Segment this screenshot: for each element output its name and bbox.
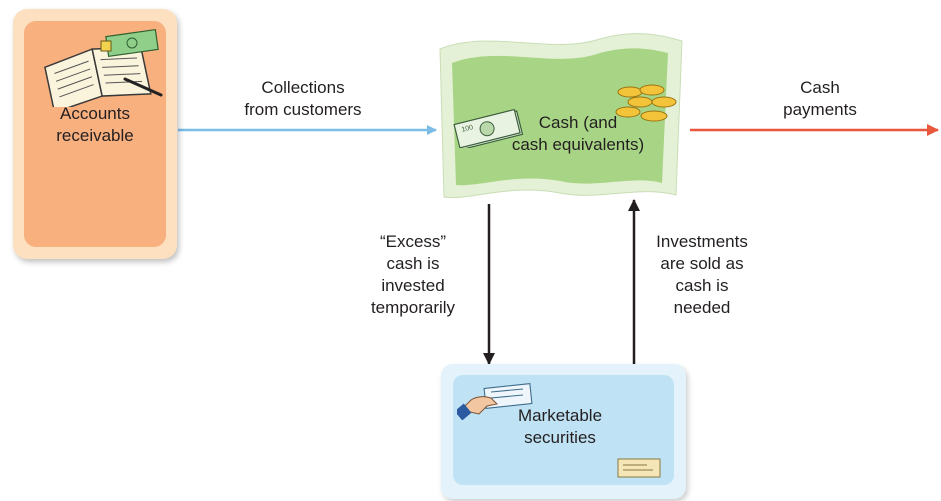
cash-node <box>439 33 683 199</box>
ledger-book-icon <box>44 28 163 107</box>
marketable-securities-label: Marketable securities <box>517 406 603 447</box>
marketable-securities-node: Marketable securities <box>441 364 686 499</box>
dollar-bills-icon: 100 <box>453 108 524 148</box>
accounts-receivable-node: Accounts receivable <box>13 9 177 259</box>
svg-text:100: 100 <box>461 124 474 134</box>
accounts-receivable-label: Accounts receivable <box>56 104 134 145</box>
gold-coins-icon <box>615 84 677 122</box>
investments-sold-label: Investments are sold as cash is needed <box>656 232 748 317</box>
excess-invested-label: “Excess” cash is invested temporarily <box>370 232 456 317</box>
hand-with-certificate-icon <box>457 383 533 420</box>
cash-label: Cash (and cash equivalents) <box>511 113 645 154</box>
collections-label: Collections from customers <box>244 78 362 119</box>
cash-payments-label: Cash payments <box>783 78 857 119</box>
check-icon <box>617 458 661 478</box>
